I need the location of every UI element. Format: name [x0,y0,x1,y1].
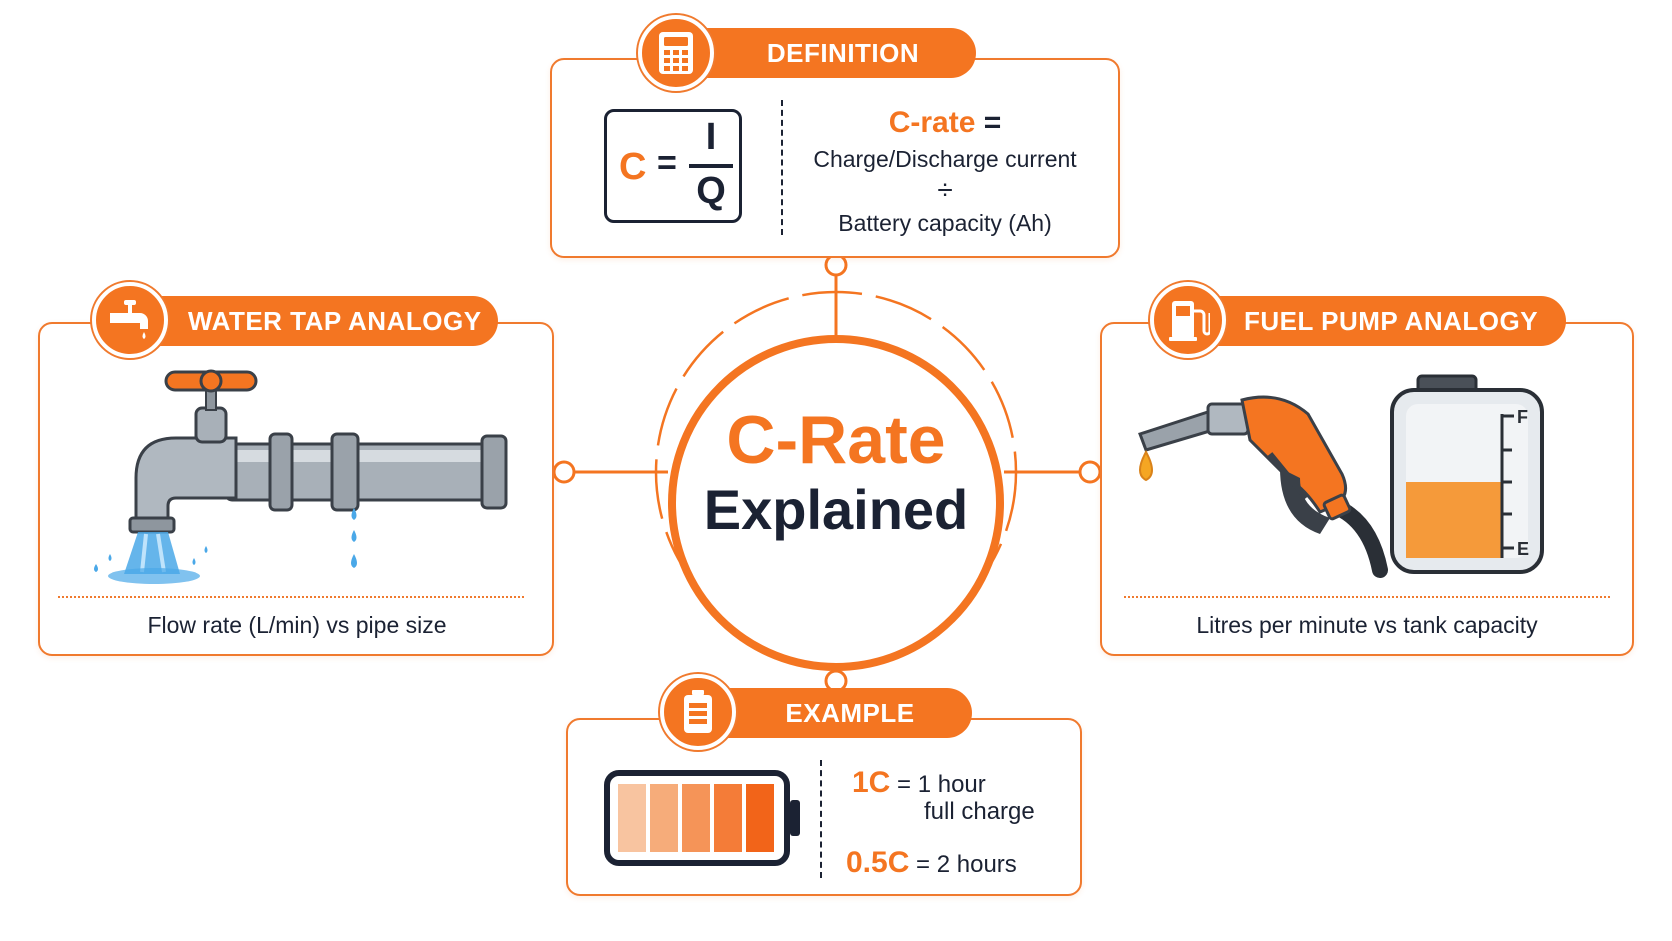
definition-term-line: C-rate = [790,106,1100,140]
water-tap-heading: WATER TAP ANALOGY [140,296,498,346]
center-title: C-Rate [726,402,946,478]
fuel-pump-divider [1124,596,1610,598]
formula-numerator: I [705,116,717,158]
connector-node-right [1078,460,1102,484]
connector-node-left [552,460,576,484]
formula-equals: = [657,144,677,182]
example-rate1: 1C [852,766,891,799]
gauge-full-label: F [1517,407,1528,427]
example-rate2: 0.5C [846,846,910,879]
example-divider [820,760,822,878]
gauge-empty-label: E [1517,539,1529,559]
battery-icon [660,674,736,750]
example-eq1: = [897,771,912,798]
fuel-pump-illustration: F E [1138,374,1544,578]
example-heading-text: EXAMPLE [785,698,915,728]
definition-line1: Charge/Discharge current [813,146,1077,172]
formula-c: C [619,146,647,188]
water-tap-caption: Flow rate (L/min) vs pipe size [147,612,447,638]
definition-heading-text: DEFINITION [766,38,920,68]
water-tap-illustration [94,369,508,584]
water-tap-heading-text: WATER TAP ANALOGY [188,306,482,336]
example-line2: 0.5C = 2 hours [846,846,1017,880]
calculator-icon [638,15,714,91]
definition-heading: DEFINITION [690,28,976,78]
example-time1: 1 hour [917,771,986,798]
fuel-pump-heading: FUEL PUMP ANALOGY [1196,296,1566,346]
water-tap-divider [58,596,524,598]
definition-divider [781,100,783,235]
example-heading: EXAMPLE [704,688,972,738]
fuel-pump-caption: Litres per minute vs tank capacity [1196,612,1538,638]
fraction-bar [689,164,733,168]
fuel-pump-icon [1150,282,1226,358]
formula-box: C = I Q [604,109,742,223]
battery-illustration [604,770,800,866]
divide-symbol: ÷ [937,174,953,205]
formula-denominator: Q [696,170,726,212]
example-desc1: full charge [924,798,1035,825]
definition-line2: Battery capacity (Ah) [838,210,1052,236]
faucet-icon [92,282,168,358]
fuel-pump-heading-text: FUEL PUMP ANALOGY [1244,306,1539,336]
connector-node-top [824,253,848,277]
example-time2: 2 hours [936,851,1017,878]
center-subtitle: Explained [703,478,969,541]
definition-term: C-rate [888,106,976,139]
example-eq2: = [916,851,931,878]
example-line1: 1C = 1 hour [852,766,986,800]
center-circle [668,335,1004,671]
definition-term-equals: = [983,106,1002,139]
fuel-pump-card [1100,322,1634,656]
